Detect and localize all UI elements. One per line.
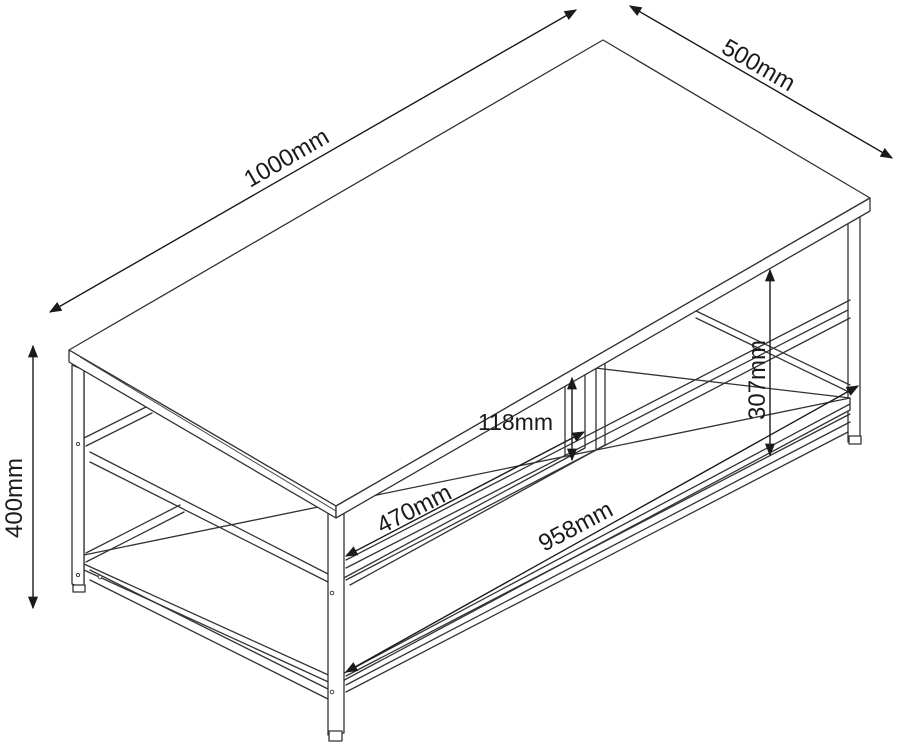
height-label: 400mm <box>1 458 28 538</box>
front-left-leg <box>71 364 85 589</box>
front-right-leg <box>327 504 345 736</box>
inner-height-label: 307mm <box>744 340 771 420</box>
depth-label: 500mm <box>717 34 800 97</box>
depth-dimension-line <box>628 5 894 159</box>
length-dimension-line <box>48 9 578 313</box>
drawer-height-label: 118mm <box>478 409 553 435</box>
inner-length-dimension-line <box>344 385 860 673</box>
length-label: 1000mm <box>240 123 334 193</box>
